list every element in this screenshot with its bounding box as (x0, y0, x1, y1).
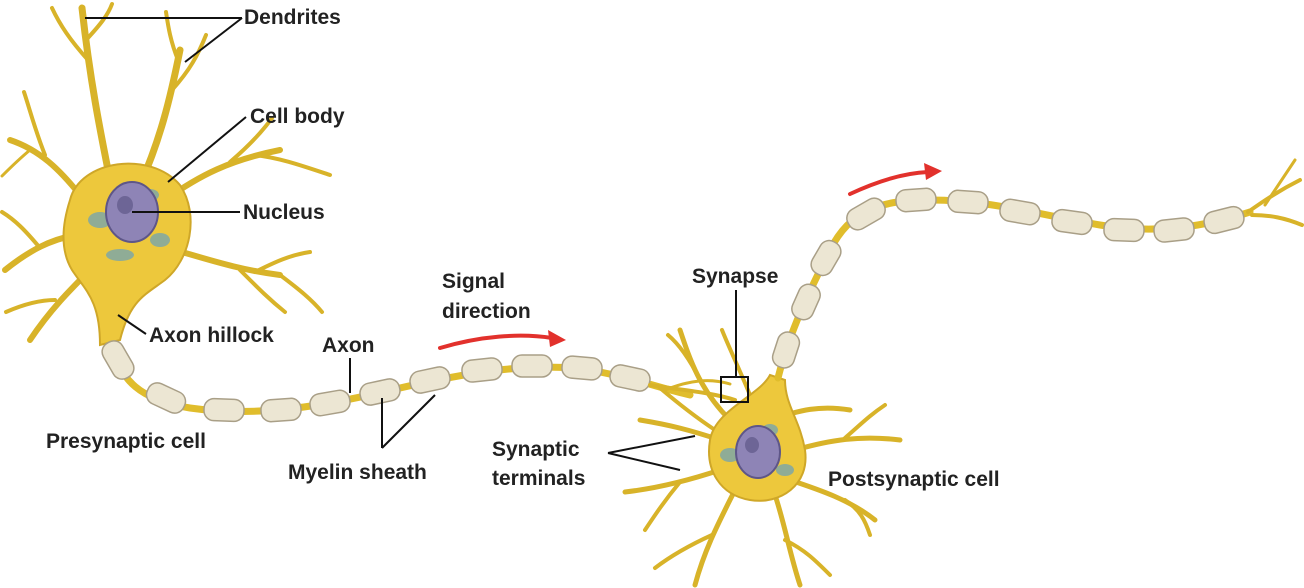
presynaptic-dendrites (0, 2, 332, 343)
postsynaptic-cell-body (708, 373, 807, 502)
label-axon-hillock: Axon hillock (149, 324, 274, 347)
label-cell-body: Cell body (250, 105, 345, 128)
label-signal-direction-line2: direction (442, 300, 531, 323)
signal-direction-arrow-2 (848, 163, 942, 196)
label-synapse: Synapse (692, 265, 778, 288)
presynaptic-cell-body (62, 162, 192, 347)
signal-direction-arrow-1 (438, 330, 566, 350)
label-axon: Axon (322, 334, 375, 357)
leader-lines (85, 17, 737, 471)
label-myelin-sheath: Myelin sheath (288, 461, 427, 484)
label-postsynaptic-cell: Postsynaptic cell (828, 468, 1000, 491)
label-signal-direction-line1: Signal (442, 270, 505, 293)
presynaptic-myelin-segments (101, 340, 651, 423)
axon-terminal-branches (1246, 158, 1304, 227)
presynaptic-axon (108, 341, 694, 415)
label-synaptic-terminals-line2: terminals (492, 467, 585, 490)
synapse-box (720, 376, 749, 403)
label-dendrites: Dendrites (244, 6, 341, 29)
label-synaptic-terminals-line1: Synaptic (492, 438, 580, 461)
postsynaptic-nucleus (735, 425, 781, 479)
label-presynaptic-cell: Presynaptic cell (46, 430, 206, 453)
label-nucleus: Nucleus (243, 201, 325, 224)
postsynaptic-myelin-segments (771, 187, 1245, 369)
